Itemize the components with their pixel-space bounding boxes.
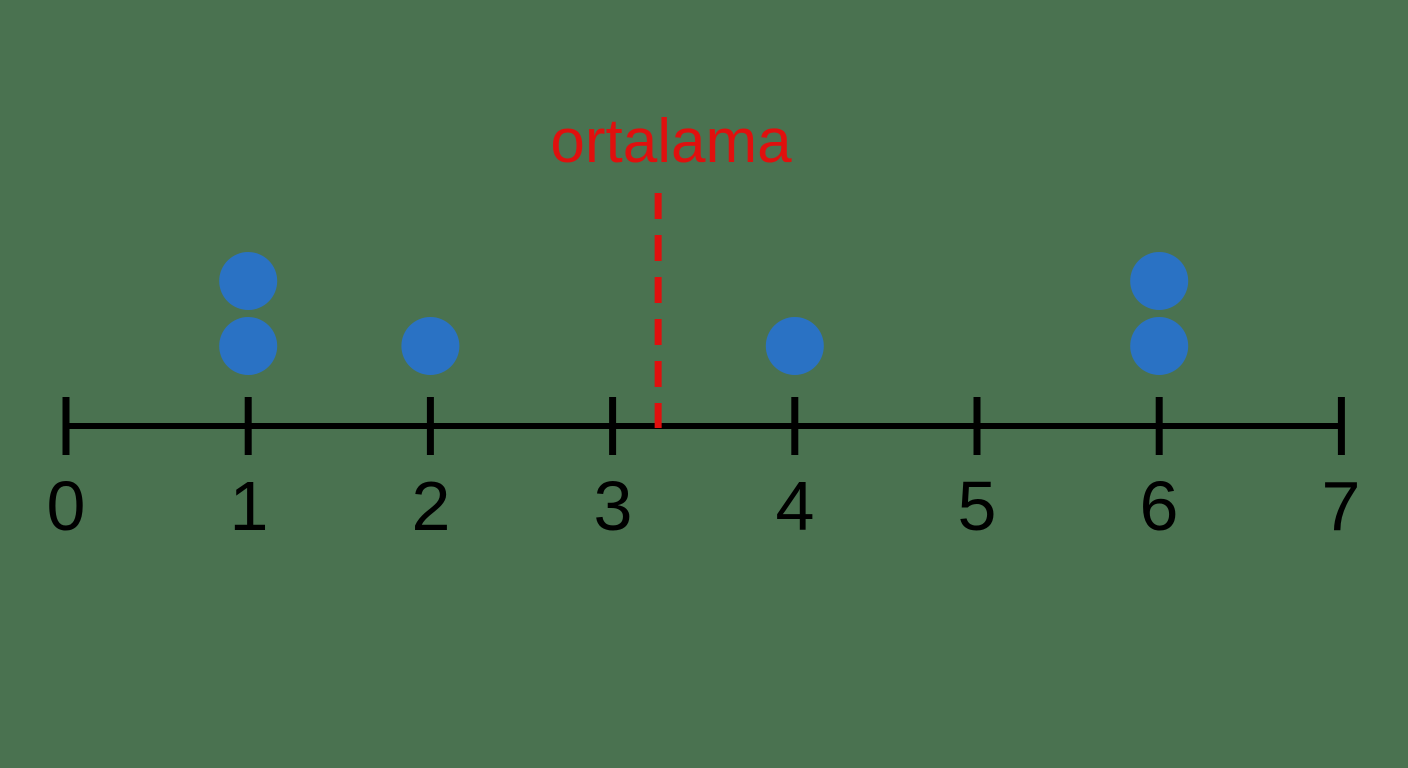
data-dot xyxy=(401,317,460,375)
data-dot xyxy=(1130,252,1189,310)
tick-label-7: 7 xyxy=(1321,467,1361,545)
data-dot xyxy=(765,317,824,375)
mean-label: ortalama xyxy=(550,107,792,176)
data-dot xyxy=(219,317,278,375)
tick-label-3: 3 xyxy=(593,467,633,545)
data-dot xyxy=(219,252,278,310)
tick-label-0: 0 xyxy=(46,467,86,545)
tick-label-1: 1 xyxy=(229,467,269,545)
tick-label-5: 5 xyxy=(957,467,997,545)
tick-label-4: 4 xyxy=(775,467,815,545)
tick-label-6: 6 xyxy=(1139,467,1179,545)
tick-label-2: 2 xyxy=(411,467,451,545)
data-dot xyxy=(1130,317,1189,375)
